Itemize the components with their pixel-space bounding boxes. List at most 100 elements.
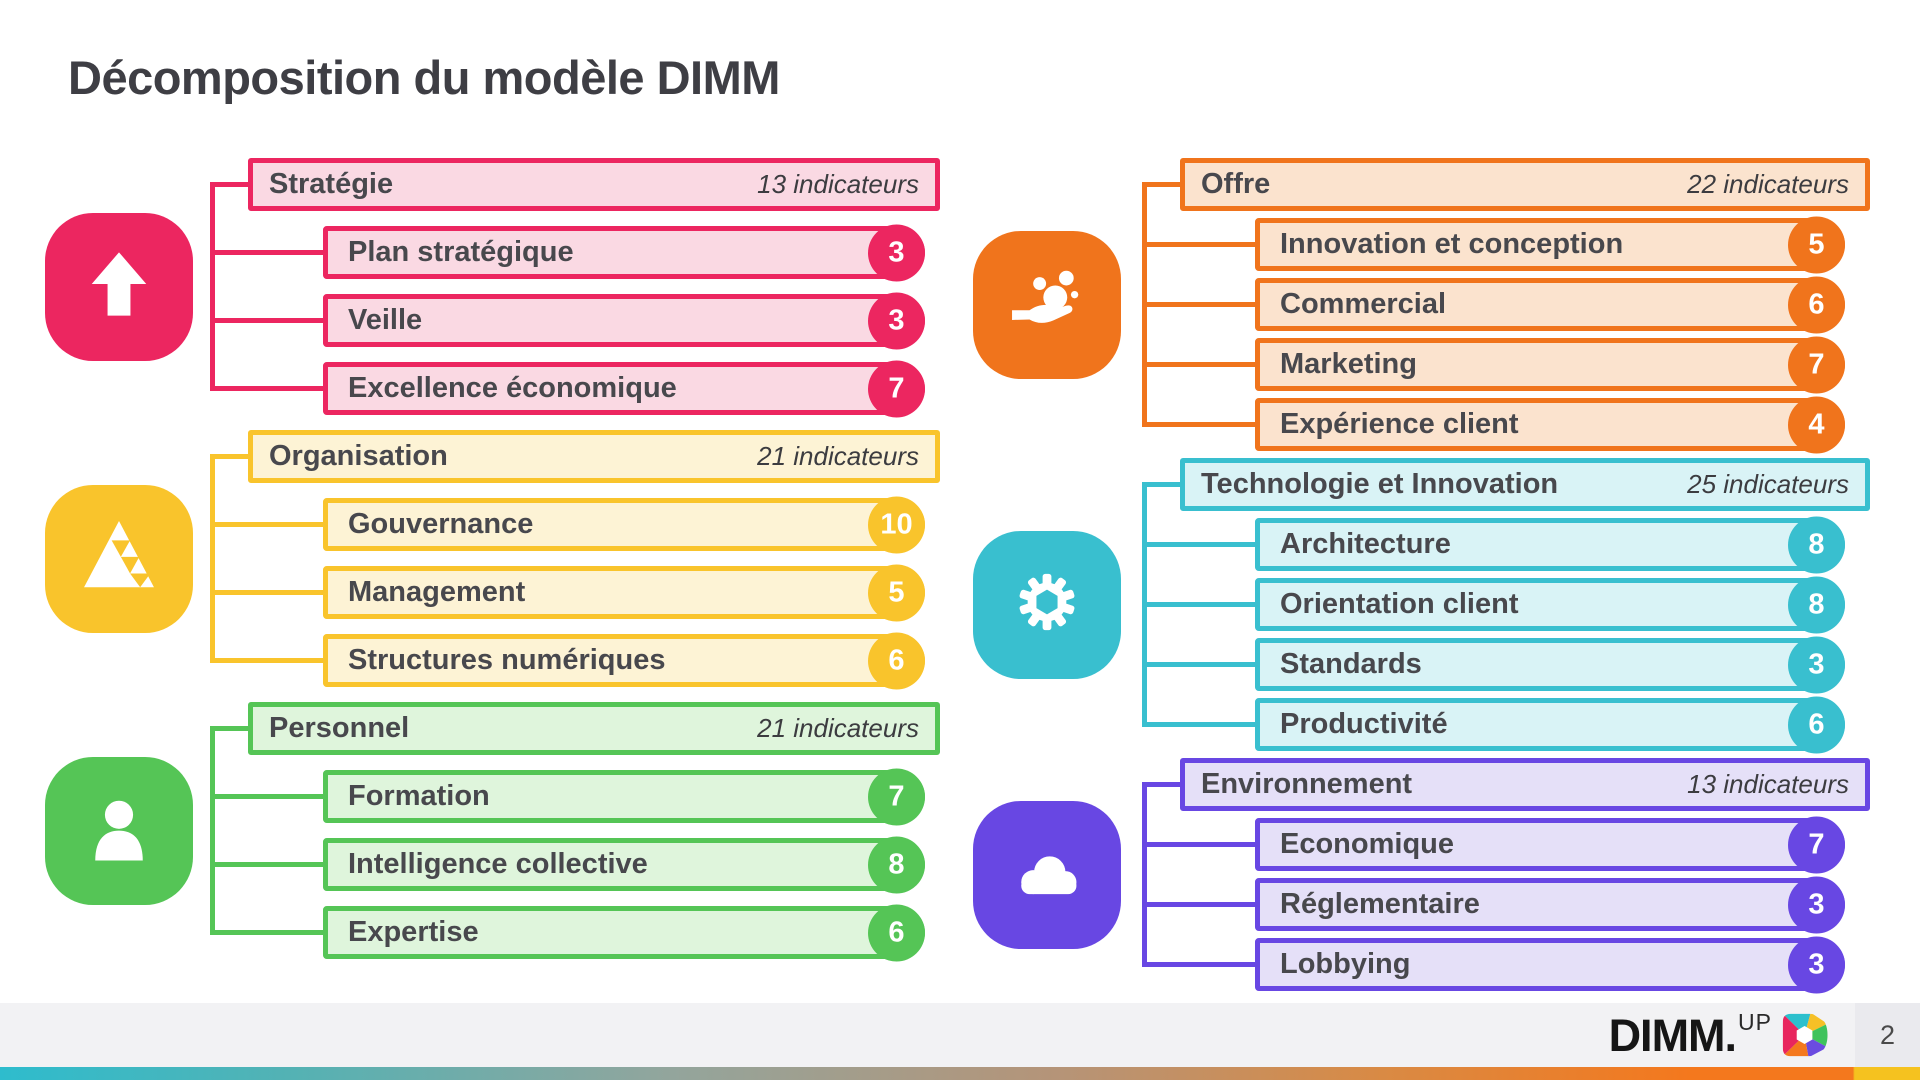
connector-header-personnel — [210, 726, 248, 731]
connector-trunk-environnement — [1142, 782, 1147, 967]
indicator-count-value: 7 — [888, 780, 905, 812]
indicator-count-value: 3 — [1808, 648, 1825, 680]
section-header-offre: Offre 22 indicateurs — [1180, 158, 1870, 211]
connector-item-strategie-0 — [210, 250, 323, 255]
indicator-count-badge: 8 — [868, 836, 925, 893]
indicator-count-value: 6 — [888, 916, 905, 948]
indicator-count-value: 3 — [1808, 888, 1825, 920]
indicator-count-value: 10 — [880, 508, 913, 540]
connector-item-strategie-2 — [210, 386, 323, 391]
indicator-count-badge: 6 — [868, 904, 925, 961]
sub-indicator-label: Standards — [1280, 648, 1422, 680]
section-title: Offre — [1201, 168, 1271, 200]
section-header-organisation: Organisation 21 indicateurs — [248, 430, 940, 483]
indicator-count-badge: 5 — [1788, 216, 1845, 273]
sub-indicator-label: Management — [348, 576, 526, 608]
indicator-count-badge: 6 — [1788, 696, 1845, 753]
brand-suffix: UP — [1738, 1008, 1772, 1035]
sub-indicator-label: Formation — [348, 780, 490, 812]
indicator-count-value: 7 — [1808, 348, 1825, 380]
connector-item-technologie-1 — [1142, 602, 1255, 607]
connector-header-organisation — [210, 454, 248, 459]
section-indicators-count: 25 indicateurs — [1687, 469, 1849, 499]
hand-offering-icon — [1001, 256, 1093, 353]
section-title: Organisation — [269, 440, 448, 472]
cloud-icon — [1001, 826, 1093, 923]
section-indicators-count: 21 indicateurs — [757, 713, 919, 743]
arrow-up-icon — [75, 240, 163, 333]
connector-item-offre-0 — [1142, 242, 1255, 247]
section-indicators-count: 21 indicateurs — [757, 441, 919, 471]
sub-indicator-row: Intelligence collective 8 — [323, 836, 925, 893]
indicator-count-value: 6 — [1808, 288, 1825, 320]
sub-indicator-row: Plan stratégique 3 — [323, 224, 925, 281]
indicator-count-badge: 8 — [1788, 516, 1845, 573]
sub-indicator-row: Standards 3 — [1255, 636, 1845, 693]
connector-item-offre-1 — [1142, 302, 1255, 307]
indicator-count-badge: 3 — [868, 292, 925, 349]
indicator-count-badge: 8 — [1788, 576, 1845, 633]
connector-item-environnement-2 — [1142, 962, 1255, 967]
indicator-count-badge: 7 — [1788, 816, 1845, 873]
connector-header-environnement — [1142, 782, 1180, 787]
indicator-count-value: 3 — [888, 304, 905, 336]
section-indicators-count: 22 indicateurs — [1687, 169, 1849, 199]
sub-indicator-row: Expérience client 4 — [1255, 396, 1845, 453]
section-icon-tile-environnement — [973, 800, 1121, 949]
pyramid-triangles-icon — [73, 510, 165, 607]
sub-indicator-row: Formation 7 — [323, 768, 925, 825]
indicator-count-value: 3 — [888, 236, 905, 268]
connector-item-organisation-0 — [210, 522, 323, 527]
connector-header-strategie — [210, 182, 248, 187]
connector-item-offre-3 — [1142, 422, 1255, 427]
indicator-count-badge: 3 — [868, 224, 925, 281]
section-indicators-count: 13 indicateurs — [757, 169, 919, 199]
sub-indicator-label: Excellence économique — [348, 372, 677, 404]
indicator-count-badge: 6 — [1788, 276, 1845, 333]
sub-indicator-label: Gouvernance — [348, 508, 534, 540]
sub-indicator-label: Productivité — [1280, 708, 1448, 740]
sub-indicator-label: Intelligence collective — [348, 848, 648, 880]
sub-indicator-label: Expertise — [348, 916, 479, 948]
sub-indicator-label: Plan stratégique — [348, 236, 574, 268]
section-indicators-count: 13 indicateurs — [1687, 769, 1849, 799]
indicator-count-value: 6 — [888, 644, 905, 676]
indicator-count-badge: 3 — [1788, 636, 1845, 693]
sub-indicator-label: Innovation et conception — [1280, 228, 1624, 260]
indicator-count-badge: 5 — [868, 564, 925, 621]
footer: DIMM. UP 2 — [0, 1003, 1920, 1067]
connector-item-technologie-2 — [1142, 662, 1255, 667]
connector-item-strategie-1 — [210, 318, 323, 323]
page-title: Décomposition du modèle DIMM — [68, 51, 780, 104]
sub-indicator-row: Productivité 6 — [1255, 696, 1845, 753]
indicator-count-value: 7 — [888, 372, 905, 404]
sub-indicator-label: Réglementaire — [1280, 888, 1480, 920]
page-number: 2 — [1855, 1003, 1920, 1067]
connector-header-technologie — [1142, 482, 1180, 487]
connector-header-offre — [1142, 182, 1180, 187]
indicator-count-badge: 3 — [1788, 876, 1845, 933]
indicator-count-badge: 7 — [1788, 336, 1845, 393]
indicator-count-value: 8 — [888, 848, 905, 880]
person-icon — [75, 784, 163, 877]
indicator-count-badge: 4 — [1788, 396, 1845, 453]
indicator-count-value: 3 — [1808, 948, 1825, 980]
indicator-count-value: 8 — [1808, 528, 1825, 560]
sub-indicator-row: Management 5 — [323, 564, 925, 621]
section-title: Technologie et Innovation — [1201, 468, 1559, 500]
connector-trunk-personnel — [210, 726, 215, 935]
brand-text: DIMM. — [1608, 1009, 1737, 1061]
section-icon-tile-organisation — [45, 484, 193, 633]
sub-indicator-label: Expérience client — [1280, 408, 1519, 440]
section-header-technologie: Technologie et Innovation 25 indicateurs — [1180, 458, 1870, 511]
